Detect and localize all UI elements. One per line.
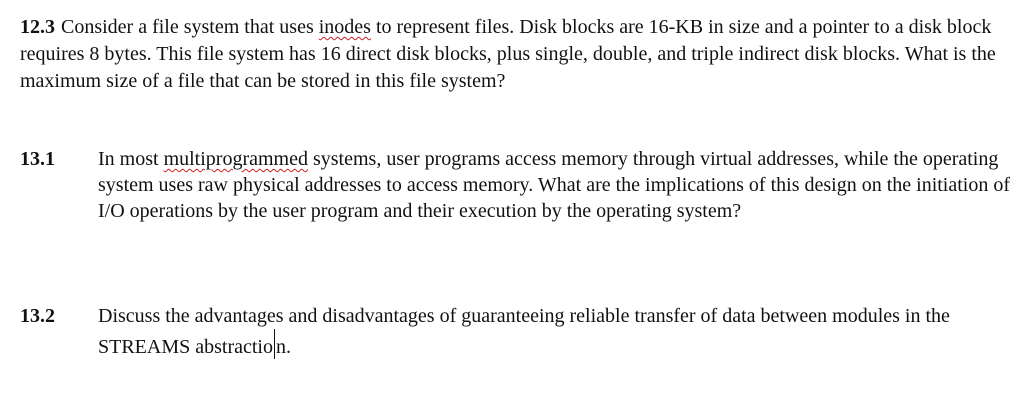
question-text-part: to represent files. Disk blocks are 16-K…	[20, 16, 996, 92]
text-cursor	[274, 329, 275, 359]
misspelled-word: inodes	[318, 16, 371, 38]
question-text-part: In most	[98, 148, 164, 170]
question-number: 13.2	[20, 305, 55, 327]
question-text-part: Discuss the advantages and disadvantages…	[98, 305, 950, 358]
question-text: In most multiprogrammed systems, user pr…	[98, 146, 1013, 224]
question-text-part: Consider a file system that uses	[61, 16, 319, 38]
question-12-3: 12.3 Consider a file system that uses ino…	[20, 14, 1020, 95]
question-text-part: systems, user programs access memory thr…	[98, 148, 1011, 222]
question-text[interactable]: Discuss the advantages and disadvantages…	[98, 303, 1013, 360]
question-number: 12.3	[20, 16, 55, 38]
misspelled-word: multiprogrammed	[163, 148, 308, 170]
question-text-part: n.	[276, 336, 291, 358]
question-number: 13.1	[20, 148, 55, 170]
